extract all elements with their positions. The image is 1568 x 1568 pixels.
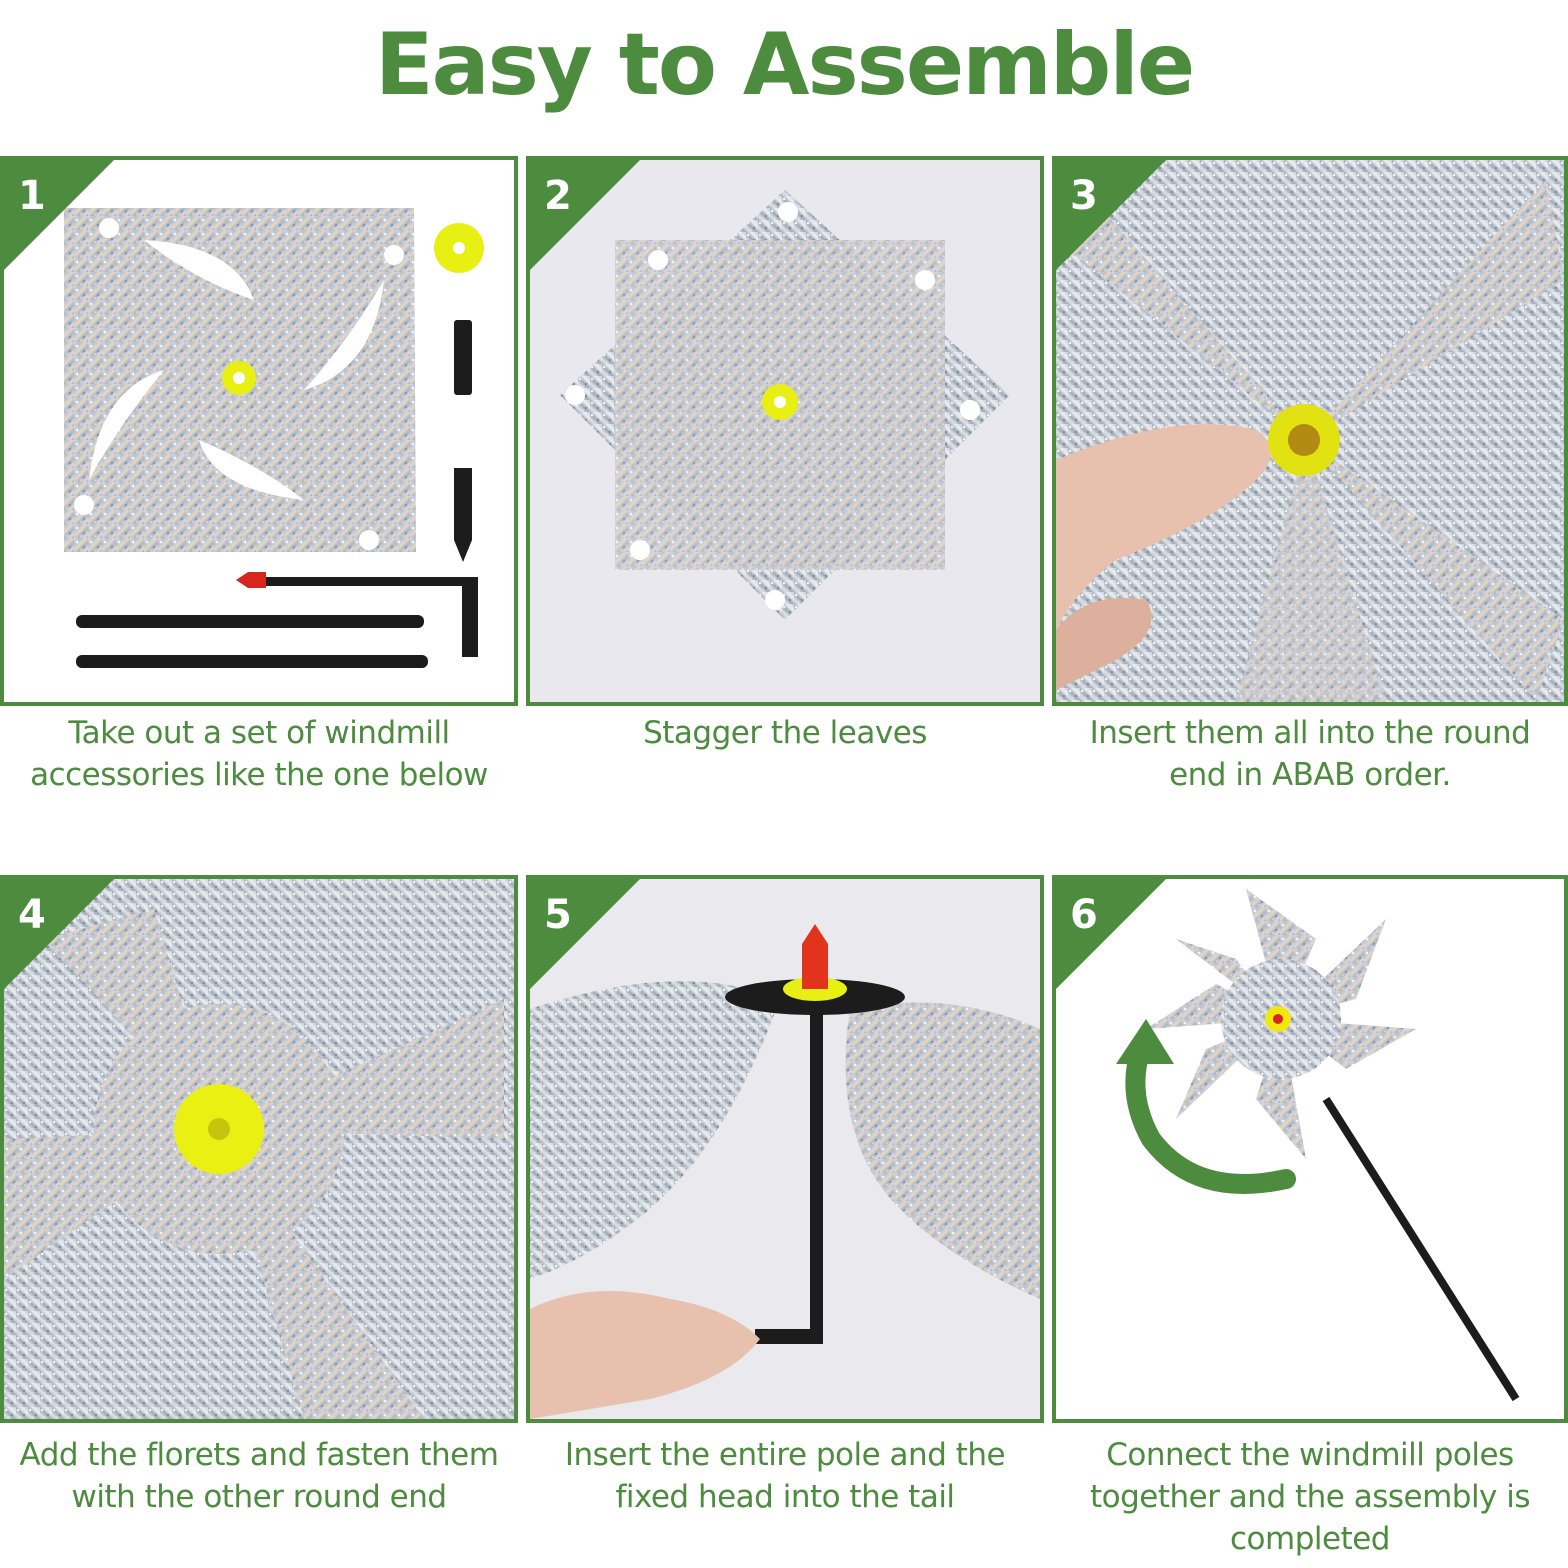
- caption-line: accessories like the one below: [30, 757, 488, 793]
- step-6-caption: Connect the windmill poles together and …: [1052, 1434, 1568, 1560]
- step-3-corner-badge: [1056, 160, 1166, 270]
- caption-line: Take out a set of windmill: [68, 715, 450, 751]
- step-6-panel: 6: [1052, 875, 1568, 1423]
- step-1-corner-badge: [4, 160, 114, 270]
- step-6-corner-badge: [1056, 879, 1166, 989]
- caption-line: Insert the entire pole and the: [564, 1437, 1006, 1473]
- caption-line: fixed head into the tail: [615, 1479, 955, 1515]
- step-5-panel: 5: [526, 875, 1044, 1423]
- step-6-number: 6: [1070, 892, 1098, 938]
- step-5-number: 5: [544, 892, 572, 938]
- caption-line: Insert them all into the round: [1089, 715, 1531, 751]
- caption-line: completed: [1230, 1521, 1390, 1557]
- step-1-caption: Take out a set of windmill accessories l…: [0, 712, 518, 796]
- caption-line: with the other round end: [71, 1479, 447, 1515]
- step-2-caption: Stagger the leaves: [526, 712, 1044, 754]
- step-5-caption: Insert the entire pole and the fixed hea…: [526, 1434, 1044, 1518]
- step-3-number: 3: [1070, 173, 1098, 219]
- windmill-parts-kit-image: [4, 160, 514, 702]
- floret-with-yellow-cap-image: [4, 879, 514, 1419]
- caption-line: Connect the windmill poles: [1106, 1437, 1514, 1473]
- caption-line: together and the assembly is: [1089, 1479, 1531, 1515]
- page-title: Easy to Assemble: [374, 15, 1195, 115]
- step-5-corner-badge: [530, 879, 640, 989]
- step-4-number: 4: [18, 892, 46, 938]
- hand-inserting-pole-image: [530, 879, 1040, 1419]
- step-2-panel: 2: [526, 156, 1044, 706]
- step-2-corner-badge: [530, 160, 640, 270]
- step-3-caption: Insert them all into the round end in AB…: [1052, 712, 1568, 796]
- caption-line: Stagger the leaves: [643, 715, 927, 751]
- step-4-panel: 4: [0, 875, 518, 1423]
- step-2-number: 2: [544, 173, 572, 219]
- caption-line: end in ABAB order.: [1169, 757, 1451, 793]
- step-1-panel: 1: [0, 156, 518, 706]
- caption-line: Add the florets and fasten them: [19, 1437, 499, 1473]
- step-4-corner-badge: [4, 879, 114, 989]
- step-1-number: 1: [18, 173, 46, 219]
- step-4-caption: Add the florets and fasten them with the…: [0, 1434, 518, 1518]
- step-3-panel: 3: [1052, 156, 1568, 706]
